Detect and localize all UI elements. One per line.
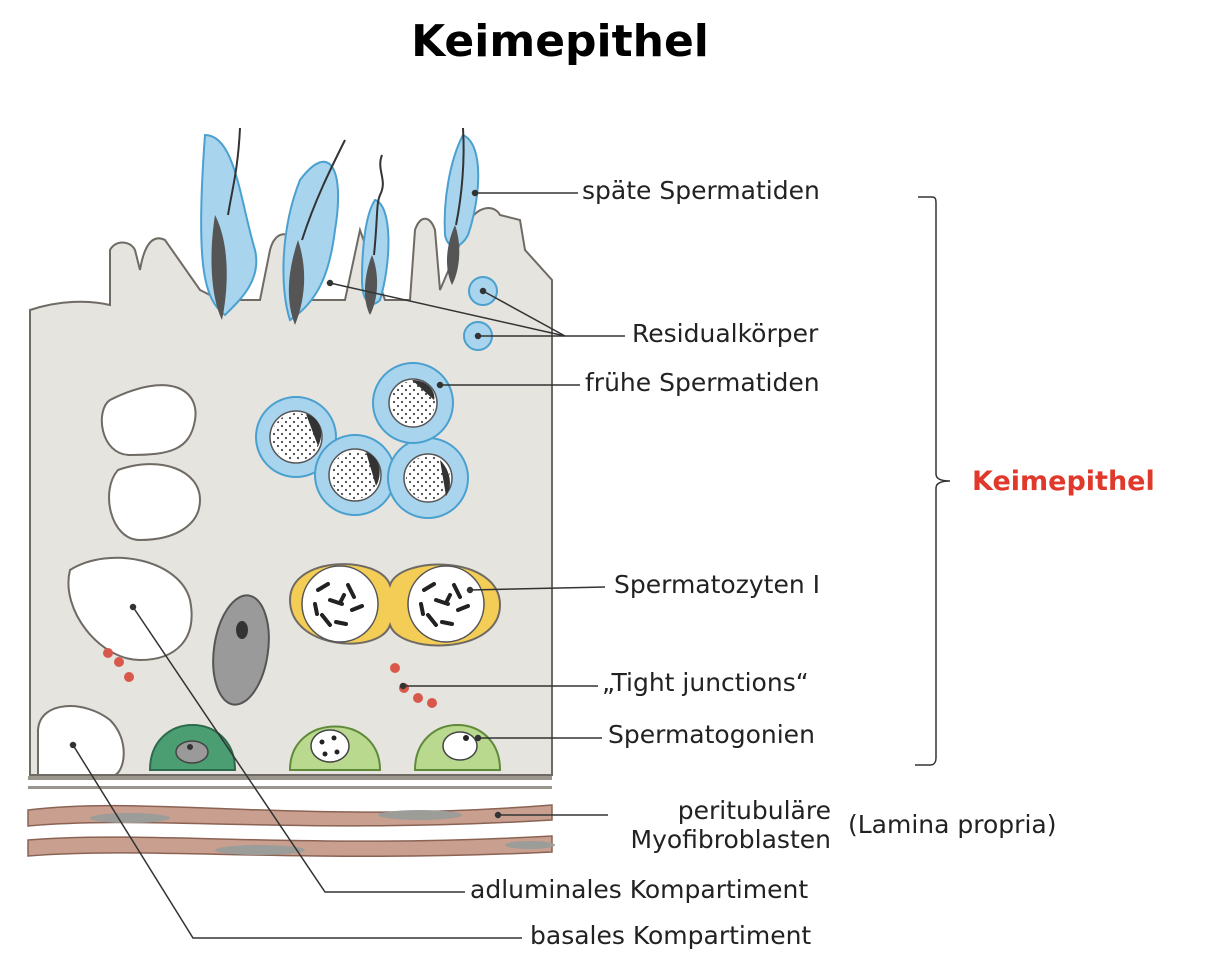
label-basal: basales Kompartiment [530,921,812,950]
label-keimepithel: Keimepithel [972,466,1155,497]
early-spermatid-cluster [255,362,469,519]
peritubular-myofibroblast-layer [27,804,555,858]
late-spermatid [360,154,390,315]
label-peritubulaere: peritubuläre Myofibroblasten [630,796,832,855]
intercellular-space [100,384,197,457]
label-peritubulaere-line1: peritubuläre [677,796,831,825]
late-spermatid [200,127,258,320]
basement-membrane [28,776,552,780]
keimepithel-bracket [915,196,951,766]
sertoli-nucleus [212,594,270,706]
late-spermatid [282,139,346,325]
spermatogonium [148,724,237,771]
label-lamina-propria: (Lamina propria) [848,810,1057,839]
label-spermatogonien: Spermatogonien [608,720,815,749]
primary-spermatocytes [288,563,502,647]
intercellular-space [67,556,193,662]
intercellular-space [108,463,202,542]
label-peritubulaere-line2: Myofibroblasten [630,824,832,854]
basement-membrane [28,786,552,789]
page-title: Keimepithel [411,16,709,67]
label-tight-junctions: „Tight junctions“ [602,668,809,697]
label-spaete-spermatiden: späte Spermatiden [582,176,820,205]
spermatogonium [288,725,382,771]
nucleolus [236,621,248,639]
label-adluminal: adluminales Kompartiment [470,875,809,904]
label-spermatozyten: Spermatozyten I [614,570,820,599]
intercellular-space [37,705,125,776]
late-spermatid [443,127,480,285]
label-fruehe-spermatiden: frühe Spermatiden [585,368,820,397]
label-residualkoerper: Residualkörper [632,319,819,348]
